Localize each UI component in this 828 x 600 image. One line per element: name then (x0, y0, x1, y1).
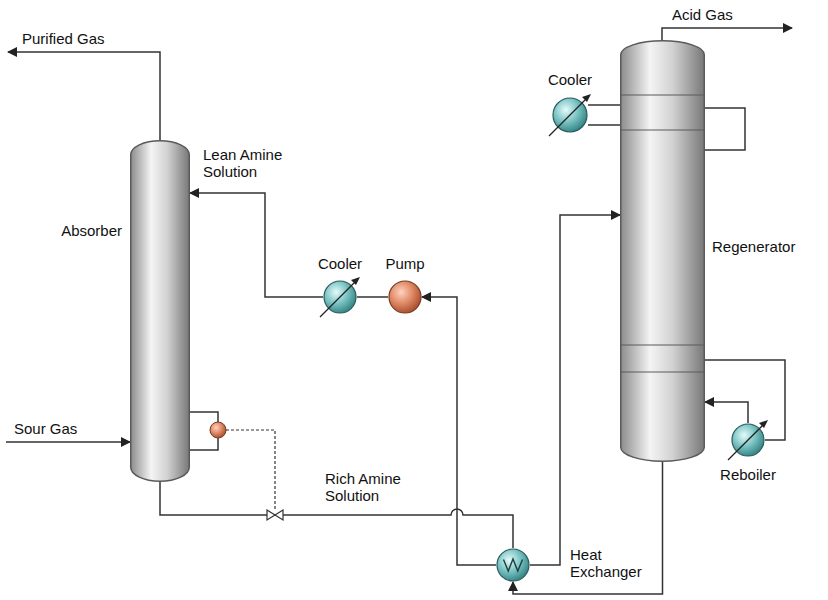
valve-symbol (267, 510, 275, 520)
pipe-line (422, 297, 496, 565)
node-label: Cooler (548, 71, 592, 88)
absorber-column-outline (130, 140, 190, 482)
stream-label: Purified Gas (22, 30, 105, 47)
stream-label: Lean Amine Solution (203, 146, 295, 181)
utility-arrow (728, 424, 764, 460)
node-label: Absorber (61, 222, 122, 239)
regenerator-column: Regenerator (620, 40, 705, 462)
node-label: Pump (385, 255, 424, 272)
tray-line (621, 371, 704, 372)
utility-arrow (320, 281, 356, 317)
pipe-line (530, 215, 620, 565)
pipe-line (357, 296, 388, 298)
reboiler-symbol-outline (731, 423, 765, 457)
purified-gas-line (8, 52, 160, 140)
acid-gas-line (662, 28, 792, 40)
pump-body (389, 281, 421, 313)
utility-arrowhead (351, 277, 360, 285)
pipe-line (513, 462, 663, 594)
column-shell (621, 41, 705, 462)
pipe-line (705, 402, 748, 423)
cooler-symbol-outline (323, 280, 357, 314)
sour-gas-line (6, 441, 130, 443)
level-controller (210, 422, 226, 438)
coil-symbol (503, 559, 522, 571)
tray-line (621, 344, 704, 345)
hx-body (497, 549, 529, 581)
heat-exchanger-symbol-outline (496, 548, 530, 582)
valve-symbol (275, 510, 283, 520)
node-label: Regenerator (712, 238, 795, 255)
stream-label: Acid Gas (672, 6, 733, 23)
pipe-line (588, 124, 620, 126)
pump-symbol: Pump (388, 280, 422, 314)
regenerator-column-outline (620, 40, 705, 462)
node-label: Cooler (318, 255, 362, 272)
tray-line (621, 94, 704, 95)
utility-arrowhead (582, 94, 591, 102)
tray-line (621, 129, 704, 130)
reboiler-symbol: Reboiler (731, 423, 765, 457)
heat-exchanger-symbol: Heat Exchanger (496, 548, 530, 582)
node-label: Reboiler (720, 466, 776, 483)
signal-line (226, 430, 275, 509)
stream-label: Rich Amine Solution (325, 470, 447, 505)
cooler-symbol: Cooler (323, 280, 357, 314)
pipe-line (190, 193, 323, 297)
node-label: Heat Exchanger (570, 546, 652, 581)
pump-symbol-outline (388, 280, 422, 314)
absorber-column: Absorber (130, 140, 190, 482)
stream-label: Sour Gas (14, 420, 77, 437)
reflux-line (705, 108, 745, 150)
condenser-symbol-outline (552, 97, 588, 133)
condenser-symbol: Cooler (552, 97, 588, 133)
column-shell (131, 141, 190, 482)
pipe-line (588, 104, 620, 106)
utility-arrowhead (759, 420, 768, 428)
utility-arrow (549, 98, 587, 136)
